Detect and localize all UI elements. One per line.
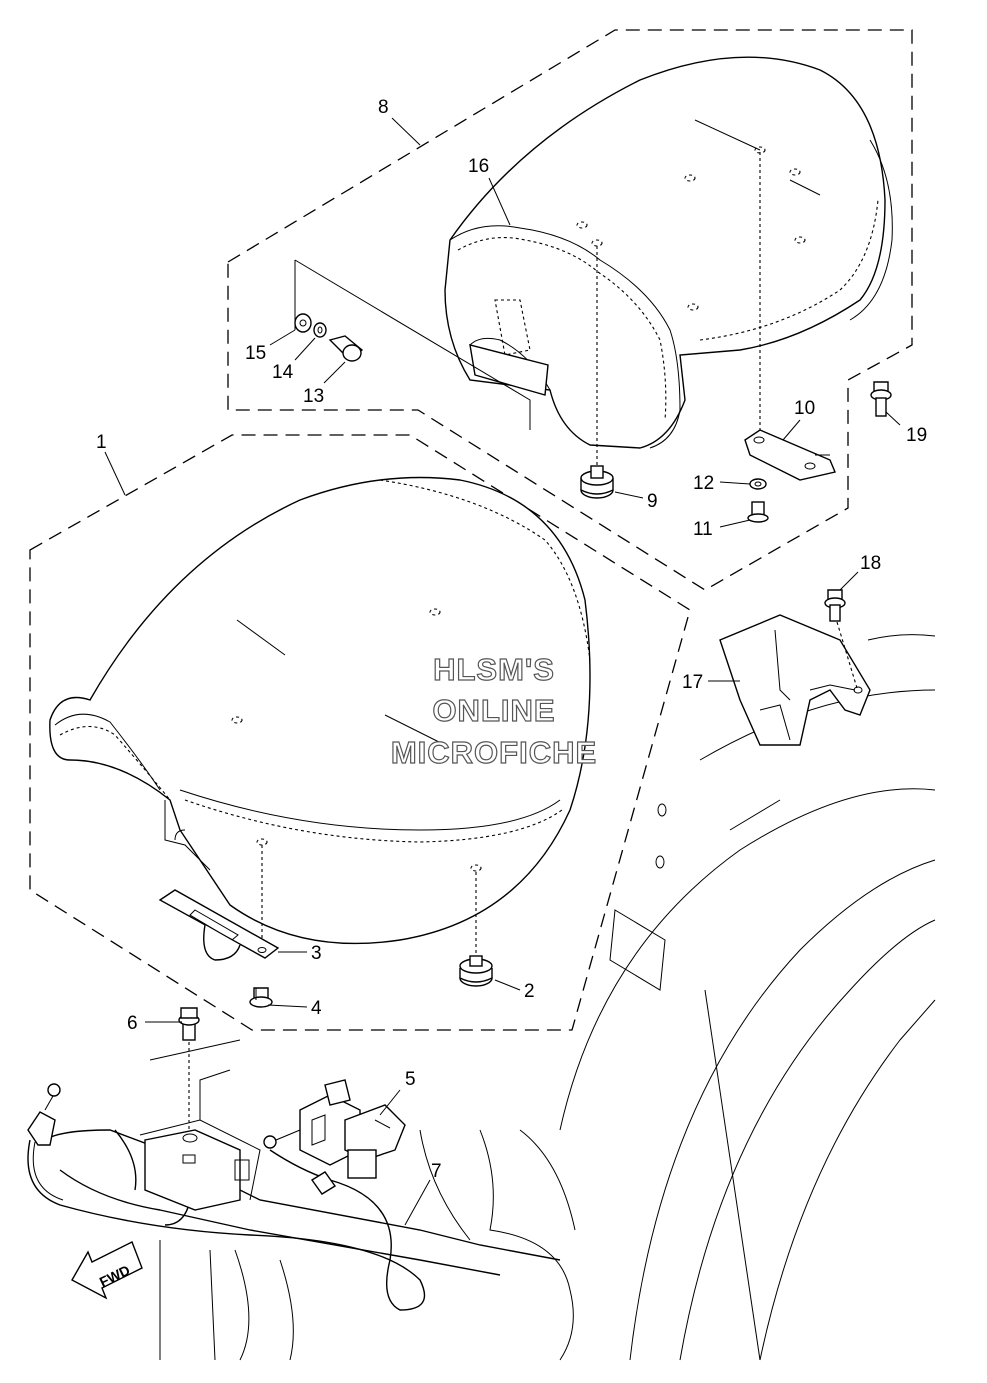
watermark-line-1: HLSM'S <box>433 652 555 687</box>
callout-5: 5 <box>405 1069 416 1090</box>
callout-labels: 1 2 3 4 5 6 7 8 9 10 11 12 13 14 15 16 1… <box>96 97 927 1182</box>
bracket-17 <box>719 614 871 746</box>
assembly-boundary-1 <box>29 434 691 1031</box>
callout-1: 1 <box>96 432 107 453</box>
callout-2: 2 <box>524 981 535 1002</box>
callout-16: 16 <box>468 156 489 177</box>
callout-17: 17 <box>682 672 703 693</box>
washer-15 <box>294 313 312 333</box>
washer-12 <box>749 478 767 490</box>
bolt-4 <box>249 987 273 1008</box>
bolt-18 <box>824 589 858 689</box>
forward-arrow-icon: FWD <box>71 1241 143 1300</box>
callout-6: 6 <box>127 1013 138 1034</box>
assembly-boundary-8 <box>227 29 913 591</box>
rear-seat <box>294 56 893 470</box>
frame-outline <box>27 634 936 1361</box>
bolt-19 <box>870 381 892 417</box>
callout-18: 18 <box>860 553 881 574</box>
callout-3: 3 <box>311 943 322 964</box>
leader-lines <box>104 117 901 1226</box>
bolt-11 <box>747 501 769 523</box>
watermark: HLSM'S ONLINE MICROFICHE <box>390 651 597 770</box>
callout-19: 19 <box>906 425 927 446</box>
damper-9 <box>580 465 614 499</box>
seat-lock-5 <box>263 1079 406 1179</box>
callout-15: 15 <box>245 343 266 364</box>
callout-9: 9 <box>647 491 658 512</box>
bracket-10 <box>744 429 836 481</box>
washer-14 <box>313 322 327 338</box>
callout-4: 4 <box>311 998 322 1019</box>
callout-7: 7 <box>431 1161 442 1182</box>
callout-8: 8 <box>378 97 389 118</box>
callout-14: 14 <box>272 362 294 383</box>
callout-10: 10 <box>794 398 815 419</box>
watermark-line-3: MICROFICHE <box>391 735 597 770</box>
bolt-13 <box>328 335 364 362</box>
front-seat <box>49 476 591 960</box>
callout-11: 11 <box>693 519 713 540</box>
damper-2 <box>459 955 493 987</box>
bracket-3 <box>158 889 280 961</box>
watermark-line-2: ONLINE <box>432 693 555 728</box>
bolt-6 <box>178 1007 200 1130</box>
callout-12: 12 <box>693 473 714 494</box>
callout-13: 13 <box>303 386 324 407</box>
